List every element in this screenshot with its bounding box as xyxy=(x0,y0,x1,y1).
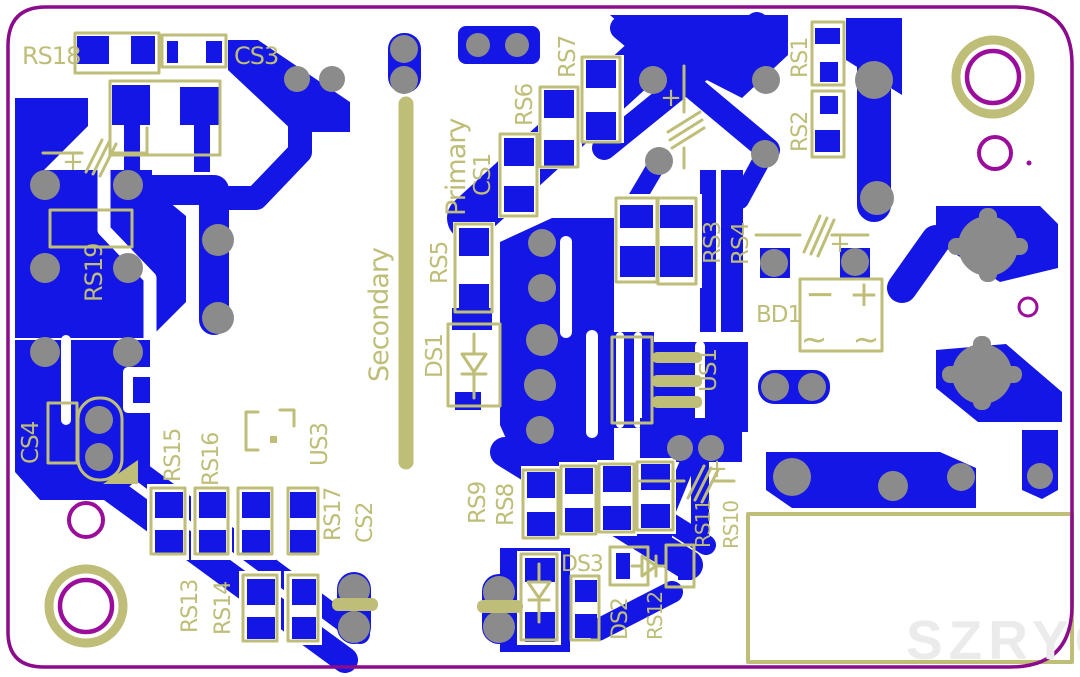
pads-layer xyxy=(30,33,1053,643)
cap-symbol-rs11 xyxy=(638,464,736,504)
silkscreen-label-rs18: RS18 xyxy=(22,42,80,70)
silkscreen-label-rs14: RS14 xyxy=(211,582,236,635)
silkscreen-mark--: + xyxy=(849,274,879,315)
silkscreen-label-rs15: RS15 xyxy=(161,429,186,482)
silkscreen-label-rs9: RS9 xyxy=(465,481,491,524)
silkscreen-label-rs3: RS3 xyxy=(700,222,726,264)
silkscreen-label-primary: Primary xyxy=(441,118,472,216)
silkscreen-label-rs5: RS5 xyxy=(427,242,453,284)
silkscreen-mark--: − xyxy=(805,274,835,315)
polarity-triangle xyxy=(103,460,138,484)
silkscreen-label-cs4: CS4 xyxy=(18,421,44,464)
silkscreen-label-secondary: Secondary xyxy=(364,247,395,382)
silkscreen-mark--: + xyxy=(829,229,851,259)
silkscreen-mark--: ~ xyxy=(853,320,880,358)
silkscreen-label-ds3: DS3 xyxy=(561,552,603,577)
diode-symbol-ds1 xyxy=(460,332,488,400)
silkscreen-label-rs6: RS6 xyxy=(512,83,538,126)
board-outline xyxy=(6,5,1074,669)
silkscreen-label-rs4: RS4 xyxy=(728,222,754,265)
diode-symbol-ds2 xyxy=(526,562,552,624)
silkscreen-label-cs3: CS3 xyxy=(234,42,278,70)
cap-symbol-bd1 xyxy=(754,214,870,258)
silkscreen-label-ds2: DS2 xyxy=(608,598,633,640)
mounting-hole-ring-bottom-left xyxy=(44,564,128,648)
silkscreen-mark--: + xyxy=(660,83,682,113)
cap-symbol-top-middle xyxy=(666,64,706,170)
silkscreen-mark--: + xyxy=(62,147,84,177)
silkscreen-label-rs11: RS11 xyxy=(691,500,715,548)
silkscreen-label-cs2: CS2 xyxy=(353,503,378,543)
silkscreen-label-rs10: RS10 xyxy=(719,501,743,549)
silkscreen-label-ds1: DS1 xyxy=(422,334,448,378)
diode-symbol-rs12 xyxy=(630,554,668,578)
silkscreen-label-rs16: RS16 xyxy=(199,433,224,486)
silkscreen-label-rs1: RS1 xyxy=(788,38,813,78)
silkscreen-label-bd1: BD1 xyxy=(756,302,801,328)
silkscreen-label-rs19: RS19 xyxy=(80,244,108,302)
mounting-hole-ring-top-right xyxy=(951,35,1035,119)
silkscreen-label-rs2: RS2 xyxy=(788,112,813,152)
silkscreen-label-us1: US1 xyxy=(696,349,722,392)
holes-layer xyxy=(57,48,1039,635)
cap-symbol-top-left xyxy=(41,126,149,178)
silkscreen-label-cs1: CS1 xyxy=(470,154,496,196)
silkscreen-label-us3: US3 xyxy=(307,423,333,466)
watermark-text: SZRYC xyxy=(906,609,1080,671)
silkscreen-layer xyxy=(41,20,1074,664)
silkscreen-label-rs8: RS8 xyxy=(493,483,519,526)
silkscreen-mark--: + xyxy=(706,454,728,484)
silkscreen-label-rs12: RS12 xyxy=(643,592,667,640)
silkscreen-mark--: ~ xyxy=(801,320,828,358)
silkscreen-marks: ++++−+~~ xyxy=(62,83,879,484)
silkscreen-label-rs7: RS7 xyxy=(555,36,581,78)
silkscreen-label-rs13: RS13 xyxy=(178,580,203,633)
silkscreen-label-rs17: RS17 xyxy=(321,488,346,541)
